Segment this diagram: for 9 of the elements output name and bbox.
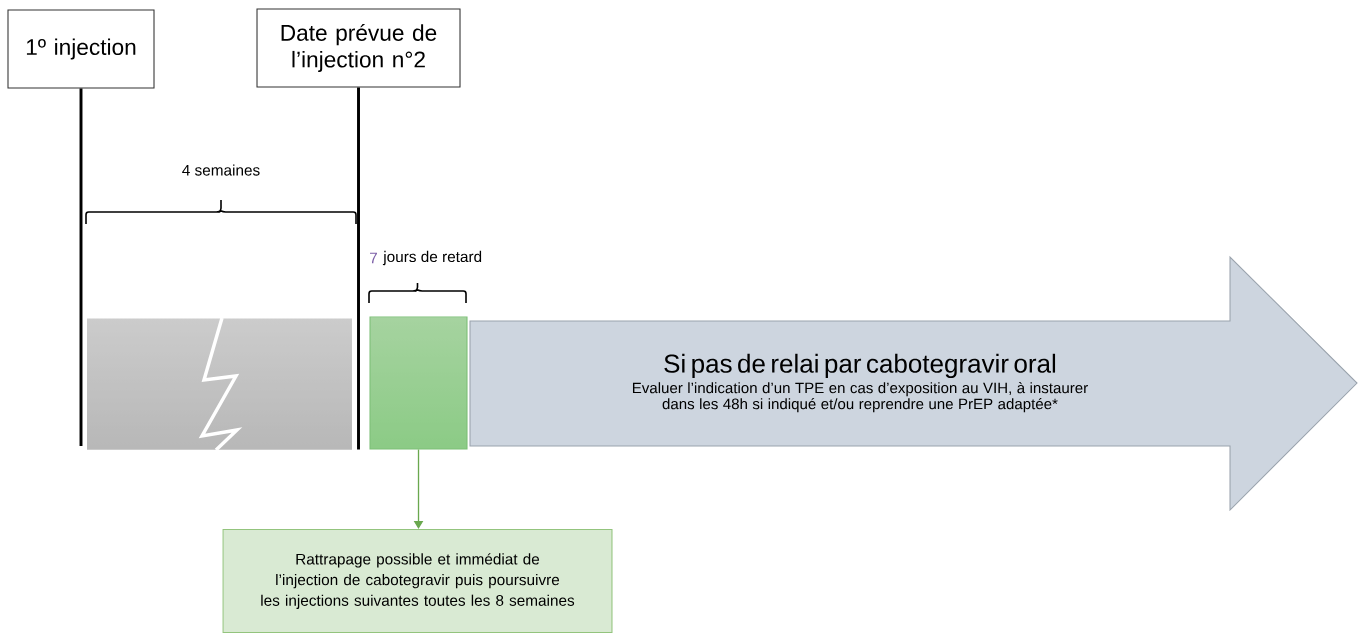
- label-box: Date prévue de l’injection n°2: [256, 8, 461, 88]
- period-label: 4 semaines: [182, 164, 260, 176]
- period-label: 7: [370, 252, 377, 264]
- broken-period-block: [198, 317, 243, 452]
- note-box: Rattrapage possible et immédiat de l’injection de cabotegravir puis poursuivre les injections suivantes toutes les 8 semaines: [222, 529, 613, 633]
- timeline-marker: [357, 87, 360, 450]
- label-box: 1º injection: [7, 9, 155, 89]
- delay-box: [369, 316, 468, 450]
- timeline-marker: [79, 88, 83, 446]
